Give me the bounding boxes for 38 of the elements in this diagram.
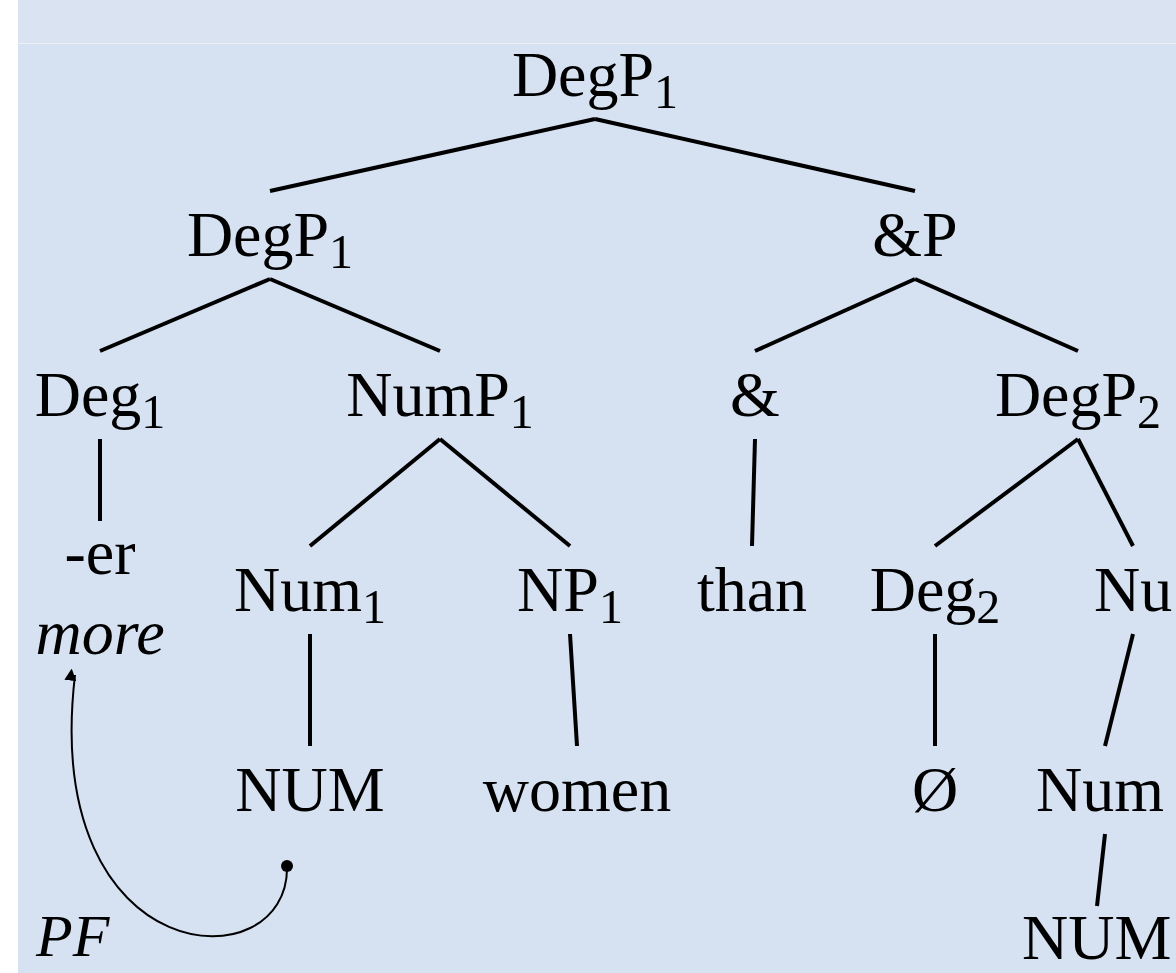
tree-node-label: &P <box>872 191 958 279</box>
tree-branch-line <box>914 277 1079 353</box>
tree-branch-line <box>568 633 579 747</box>
tree-branch-line <box>98 439 102 521</box>
tree-branch-line <box>269 277 441 353</box>
tree-node-label: NUM <box>1022 906 1172 970</box>
tree-node-label: Nu <box>1094 546 1173 634</box>
tree-node-label: Num$_{1}$ <box>234 546 386 634</box>
tree-branch-line <box>1076 438 1135 547</box>
tree-branch-line <box>933 634 937 746</box>
tree-node-label: Deg$_{1}$ <box>34 351 166 439</box>
tree-node-label: NP$_{1}$ <box>517 546 623 634</box>
tree-node-label: NumP$_{1}$ <box>346 351 534 439</box>
tree-branch-line <box>308 634 312 746</box>
tree-branch-line <box>438 437 572 548</box>
tree-branch-line <box>750 438 757 547</box>
tree-node-label: women <box>482 746 672 834</box>
tree-branch-line <box>754 277 916 353</box>
tree-branch-line <box>269 117 596 193</box>
tree-node-label: Deg$_{2}$ <box>869 546 1001 634</box>
tree-branch-line <box>1095 833 1107 907</box>
tree-node-label: DegP$_{1}$ <box>511 31 679 119</box>
tree-node-label: DegP$_{1}$ <box>186 191 354 279</box>
tree-node-label: than <box>696 546 808 634</box>
tree-node-label: -er <box>64 521 136 585</box>
tree-branch-line <box>99 277 271 353</box>
tree-node-label: Ø <box>911 746 959 834</box>
tree-node-label: & <box>730 351 780 439</box>
tree-branch-line <box>308 437 442 548</box>
tree-branch-line <box>1103 633 1135 747</box>
movement-arrow <box>64 668 293 937</box>
tree-branch-line <box>933 437 1080 548</box>
tree-node-label: NUM <box>235 746 385 834</box>
tree-node-label: more <box>35 601 165 665</box>
tree-branch-line <box>594 117 916 193</box>
interface-label: PF <box>36 906 110 966</box>
tree-node-label: DegP$_{2}$ <box>994 351 1162 439</box>
tree-node-label: Num <box>1036 746 1164 834</box>
